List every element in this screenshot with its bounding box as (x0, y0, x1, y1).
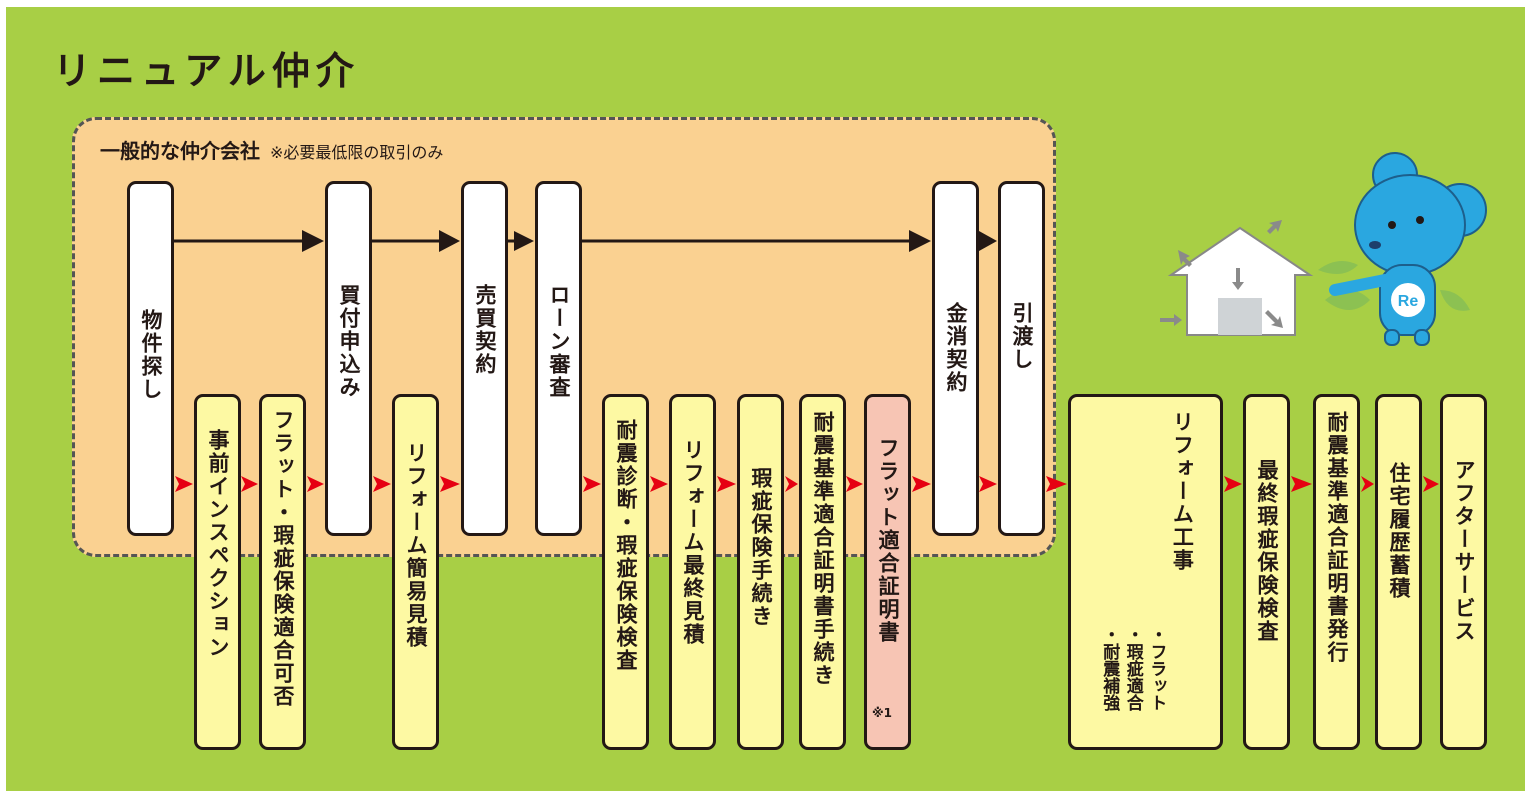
step-reform-kan-label: リフォーム簡易見積 (404, 442, 428, 649)
step-loan: ローン審査 (535, 181, 582, 536)
red-arrow-11 (912, 476, 931, 492)
footnote-mark: ※1 (872, 706, 893, 720)
step-reform-koji-label: リフォーム工事 (1170, 411, 1195, 572)
mascot-badge: Re (1398, 293, 1419, 310)
reform-note-kashi: ・瑕疵適合 (1122, 626, 1143, 711)
step-flat-tekigo-label: フラット適合証明書 (876, 437, 900, 644)
red-arrow-4 (373, 476, 391, 492)
step-taishin-hakko: 耐震基準適合証明書発行 (1313, 394, 1360, 750)
step-taishin-label: 耐震診断・瑕疵保険検査 (614, 419, 638, 672)
red-arrow-12 (979, 476, 997, 492)
step-saishu-kashi-label: 最終瑕疵保険検査 (1255, 459, 1279, 643)
step-taishin-kijun-label: 耐震基準適合証明書手続き (811, 411, 835, 687)
reform-note-flat: ・フラット (1146, 626, 1167, 711)
red-arrow-6 (583, 476, 601, 492)
black-flow-arrows (174, 230, 997, 252)
red-arrow-9 (785, 476, 798, 492)
region-label-main: 一般的な仲介会社 (100, 139, 260, 163)
red-arrow-3 (307, 476, 324, 492)
step-taishin-hakko-label: 耐震基準適合証明書発行 (1325, 411, 1349, 664)
step-jutaku-label: 住宅履歴蓄積 (1387, 462, 1411, 600)
step-kaitsuke-label: 買付申込み (337, 284, 361, 399)
step-reform-sai-label: リフォーム最終見積 (681, 439, 705, 646)
step-reform-sai: リフォーム最終見積 (669, 394, 716, 750)
step-after: アフターサービス (1440, 394, 1487, 750)
red-arrow-17 (1423, 476, 1439, 492)
arrowhead-loan (514, 231, 534, 251)
red-arrow-5 (440, 476, 460, 492)
step-kinsho: 金消契約 (932, 181, 979, 536)
red-arrow-7 (650, 476, 668, 492)
red-flow-arrows (175, 476, 1439, 492)
reform-koji-notes: ・フラット ・瑕疵適合 ・耐震補強 (1099, 626, 1166, 711)
step-kaitsuke: 買付申込み (325, 181, 372, 536)
arrowhead-kinsho (909, 230, 931, 252)
red-arrow-2 (241, 476, 258, 492)
red-arrow-13 (1046, 476, 1067, 492)
step-after-label: アフターサービス (1452, 459, 1476, 643)
red-arrow-14 (1224, 476, 1242, 492)
step-saishu-kashi: 最終瑕疵保険検査 (1243, 394, 1290, 750)
arrowhead-baibai (439, 230, 460, 252)
mascot-icon: Re (1318, 152, 1487, 346)
region-label-note: ※必要最低限の取引のみ (270, 143, 444, 162)
red-arrow-8 (717, 476, 736, 492)
step-hikiwatashi-label: 引渡し (1010, 302, 1034, 371)
step-loan-label: ローン審査 (547, 284, 571, 399)
red-arrow-15 (1291, 476, 1312, 492)
step-flat-tekigo: フラット適合証明書 (864, 394, 911, 750)
step-kashi-tetsu-label: 瑕疵保険手続き (749, 467, 773, 628)
reform-note-taishin: ・耐震補強 (1099, 626, 1120, 711)
step-bukken: 物件探し (127, 181, 174, 536)
step-reform-kan: リフォーム簡易見積 (392, 394, 439, 750)
region-label: 一般的な仲介会社 ※必要最低限の取引のみ (100, 135, 443, 164)
step-jizen-label: 事前インスペクション (206, 429, 230, 659)
arrowhead-hikiwatashi (979, 231, 997, 251)
step-jutaku: 住宅履歴蓄積 (1375, 394, 1422, 750)
house-icon (1160, 220, 1314, 336)
step-jizen: 事前インスペクション (194, 394, 241, 750)
step-flat-kashi-label: フラット・瑕疵保険適合可否 (271, 409, 295, 708)
step-baibai-label: 売買契約 (473, 284, 497, 376)
diagram-title: リニュアル仲介 (53, 49, 360, 93)
reform-koji-content: リフォーム工事 ・フラット ・瑕疵適合 ・耐震補強 (1099, 411, 1195, 711)
step-taishin-kijun: 耐震基準適合証明書手続き (799, 394, 846, 750)
red-arrow-10 (846, 476, 863, 492)
step-hikiwatashi: 引渡し (998, 181, 1045, 536)
step-kinsho-label: 金消契約 (944, 302, 968, 394)
arrowhead-kaitsuke (302, 230, 324, 252)
step-bukken-label: 物件探し (139, 309, 163, 401)
step-taishin: 耐震診断・瑕疵保険検査 (602, 394, 649, 750)
red-arrow-1 (175, 476, 193, 492)
step-kashi-tetsu: 瑕疵保険手続き (737, 394, 784, 750)
step-baibai: 売買契約 (461, 181, 508, 536)
red-arrow-16 (1361, 476, 1374, 492)
step-flat-kashi: フラット・瑕疵保険適合可否 (259, 394, 306, 750)
step-reform-koji: リフォーム工事 ・フラット ・瑕疵適合 ・耐震補強 (1068, 394, 1223, 750)
